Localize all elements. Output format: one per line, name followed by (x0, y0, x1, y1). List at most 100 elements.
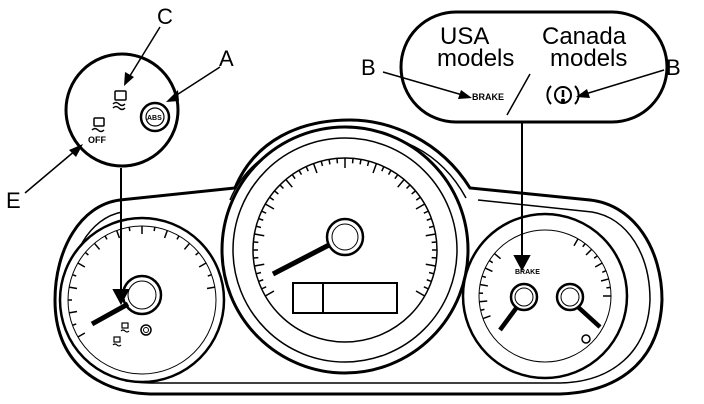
callout-b-left-label: B (361, 55, 376, 80)
tick-mark (582, 243, 586, 248)
tick-mark (405, 184, 411, 190)
tick-mark (93, 242, 101, 250)
tick-mark (394, 174, 399, 180)
brake-warning-text-usa: BRAKE (472, 92, 504, 102)
abs-indicator-icon: ABS (139, 101, 171, 133)
tick-mark (428, 225, 435, 229)
right-gauge-ticks-right (573, 238, 611, 297)
tick-mark (264, 290, 275, 297)
off-text: OFF (88, 135, 106, 145)
tick-mark (291, 174, 296, 180)
tick-mark (366, 160, 370, 167)
left-inset-connector (112, 168, 130, 306)
tick-mark (255, 271, 262, 275)
tick-mark (258, 279, 264, 283)
left-gauge (58, 216, 226, 384)
tick-mark (606, 286, 611, 289)
tick-mark (163, 230, 169, 239)
tick-mark (269, 196, 275, 201)
right-gauge: BRAKE (461, 212, 629, 380)
tick-mark (206, 286, 216, 290)
tick-mark (84, 251, 89, 256)
tick-mark (77, 262, 86, 268)
tick-mark (397, 179, 405, 188)
tick-mark (428, 271, 435, 275)
callout-e: E (6, 144, 83, 213)
tick-mark (425, 263, 436, 267)
tick-mark (493, 253, 502, 260)
stability-off-icon: OFF (88, 117, 106, 145)
stability-control-icon (120, 322, 130, 333)
tick-mark (198, 262, 207, 268)
odometer-display (292, 282, 398, 314)
tick-mark (594, 262, 603, 268)
callout-a-label: A (219, 46, 234, 71)
usa-models-line2: models (437, 45, 514, 72)
tick-mark (411, 190, 416, 195)
callout-b-left: B (361, 55, 472, 99)
tick-mark (254, 233, 265, 237)
tick-mark (585, 248, 593, 256)
tick-mark (264, 203, 275, 210)
tick-mark (484, 267, 493, 273)
tick-mark (104, 235, 108, 240)
tick-mark (593, 255, 598, 259)
model-inset: USA models Canada models BRAKE (399, 10, 669, 124)
tick-mark (279, 184, 285, 190)
tick-mark (128, 226, 131, 232)
tick-mark (425, 233, 436, 237)
tick-mark (423, 286, 429, 290)
tick-mark (328, 159, 331, 165)
tick-mark (312, 163, 318, 174)
tick-mark (481, 275, 487, 279)
tick-mark (601, 270, 607, 273)
tick-mark (195, 251, 200, 256)
tick-mark (261, 210, 267, 214)
tick-mark (415, 196, 421, 201)
tick-mark (261, 286, 267, 290)
tick-mark (359, 159, 362, 165)
tick-mark (426, 279, 432, 283)
speedometer-ticks (253, 158, 437, 297)
callout-c-label: C (157, 4, 173, 29)
abs-icon-text: ABS (147, 115, 162, 122)
brake-warning-icon (546, 85, 580, 105)
tick-mark (176, 235, 180, 240)
left-gauge-needle (90, 301, 130, 327)
usa-models-line1: USA (440, 23, 489, 50)
tick-mark (298, 169, 303, 176)
tick-mark (426, 217, 432, 221)
tick-mark (183, 242, 191, 250)
tick-mark (274, 190, 279, 195)
tick-mark (77, 332, 86, 338)
tick-mark (255, 225, 262, 229)
tick-mark (372, 163, 378, 174)
tick-mark (254, 263, 265, 267)
tick-mark (573, 238, 579, 247)
tick-mark (68, 286, 78, 290)
tick-mark (207, 273, 212, 277)
tick-mark (480, 308, 485, 312)
model-inset-connector (513, 122, 531, 272)
left-gauge-ticks (68, 226, 216, 338)
tick-mark (320, 160, 324, 167)
canada-models-line2: models (550, 45, 627, 72)
left-inset: ABS OFF (64, 52, 180, 168)
tick-mark (488, 259, 494, 264)
tick-mark (479, 300, 488, 303)
tick-mark (72, 273, 77, 277)
callout-a: A (166, 46, 234, 102)
speedometer-needle (271, 242, 331, 277)
tick-mark (600, 278, 609, 282)
callout-b-right-label: B (666, 55, 681, 80)
tick-mark (285, 179, 293, 188)
callout-b-right: B (576, 55, 681, 98)
callout-e-label: E (6, 188, 21, 213)
callout-c: C (124, 4, 173, 86)
tick-mark (258, 217, 264, 221)
tick-mark (381, 166, 385, 172)
tick-mark (115, 230, 121, 239)
tick-mark (68, 310, 78, 314)
tick-mark (479, 283, 489, 287)
